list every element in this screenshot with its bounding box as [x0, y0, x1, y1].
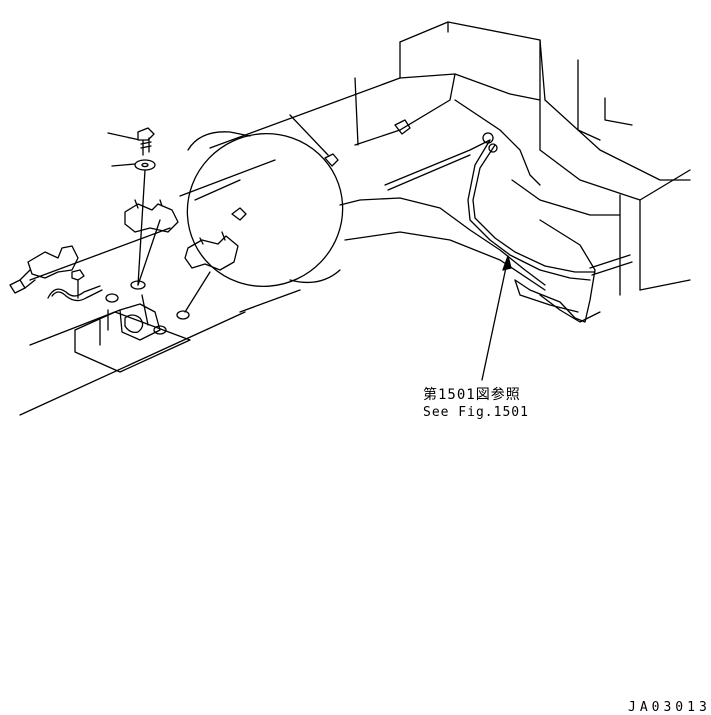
tube-fittings — [231, 119, 411, 221]
axle-housing — [179, 73, 621, 323]
brake-valve-1 — [124, 199, 179, 233]
leader-lines — [107, 77, 359, 167]
bracket-plate — [74, 294, 191, 373]
actuator-left — [9, 245, 79, 294]
callout-en: See Fig.1501 — [423, 405, 529, 420]
axle-tube-left — [19, 179, 301, 416]
axle-flange — [186, 131, 344, 288]
pipe-bends — [47, 285, 103, 302]
washer-leader — [137, 169, 146, 286]
frame-body — [399, 21, 691, 296]
brake-line-assembly — [384, 132, 633, 281]
brake-valve-2 — [184, 231, 239, 271]
valve-leader — [137, 219, 161, 286]
drawing-code: JA030130 — [628, 700, 711, 715]
callout-arrowhead — [502, 255, 512, 271]
valve2-leader — [184, 271, 211, 313]
pipe-clips — [105, 280, 190, 320]
bolt-icon — [137, 127, 155, 156]
washer-icon — [134, 159, 156, 171]
callout-leader — [481, 257, 509, 381]
callout-jp: 第1501図参照 — [423, 386, 521, 403]
